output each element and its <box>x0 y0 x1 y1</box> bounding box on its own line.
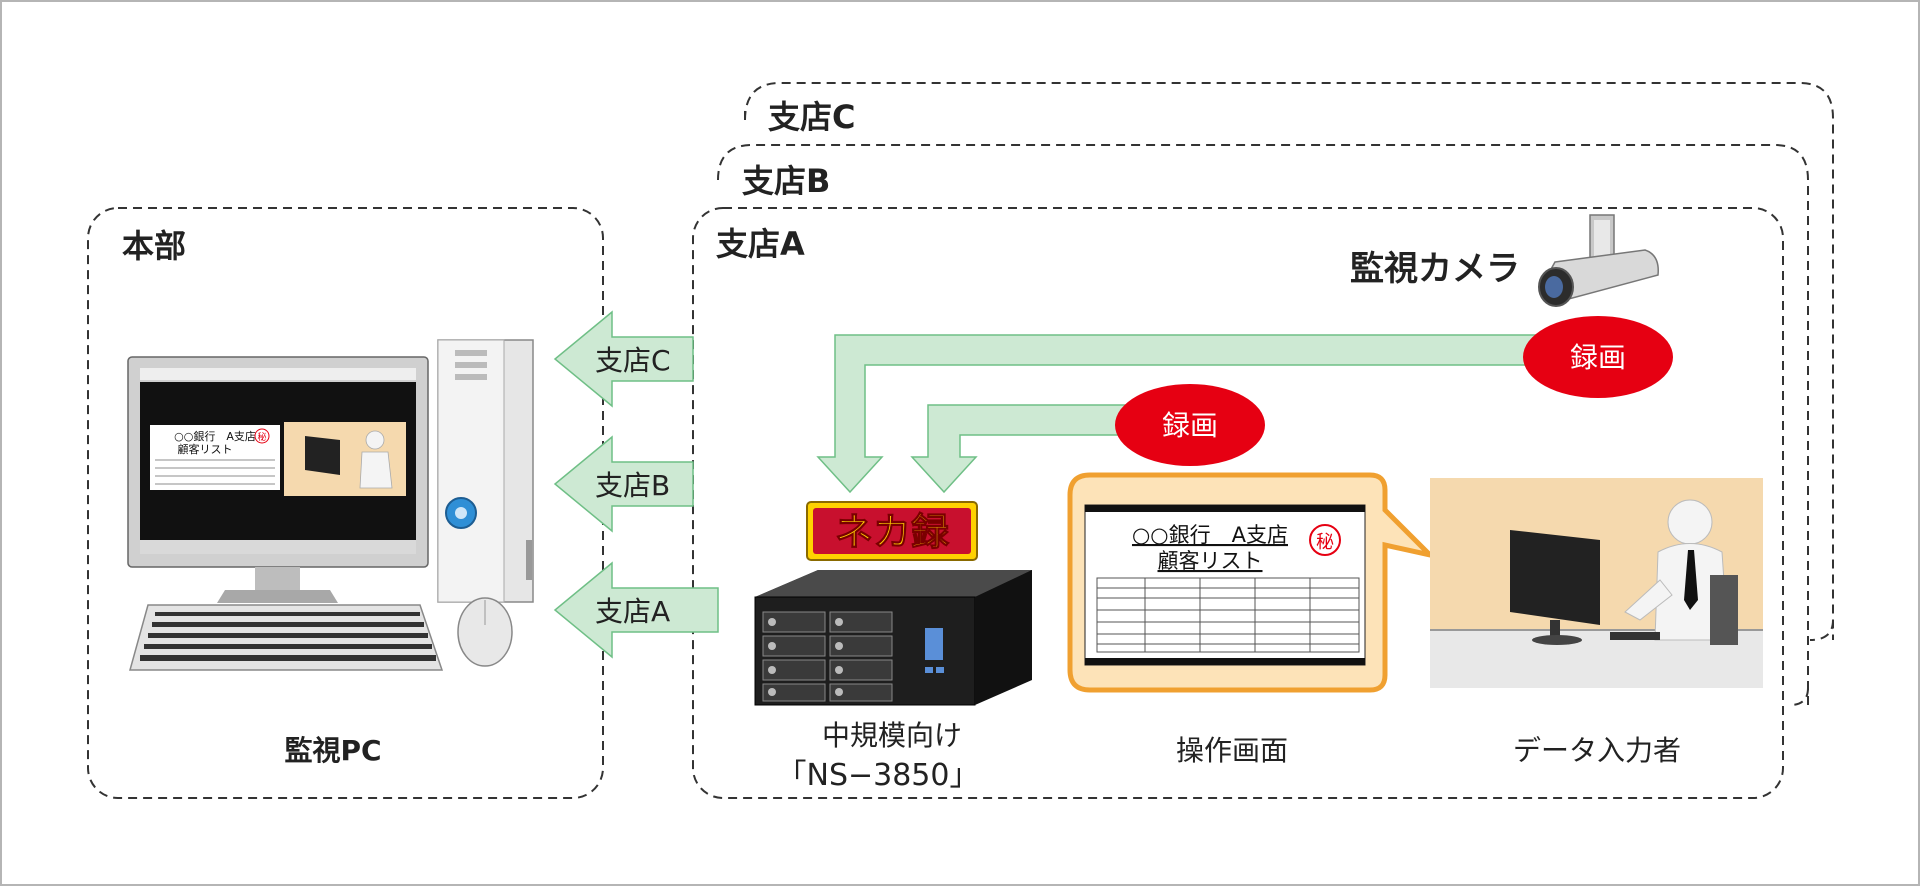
operator-monitor-icon <box>1510 530 1600 645</box>
operator-caption: データ入力者 <box>1513 734 1681 767</box>
monitor-doc-title: ○○銀行 A支店 <box>174 429 256 443</box>
record-badge-camera: 録画 <box>1523 316 1673 398</box>
product-caption-line2: 「NS−3850」 <box>777 758 980 793</box>
transfer-arrow-a-label: 支店A <box>595 595 670 628</box>
screen-doc-stamp: 秘 <box>1316 532 1334 553</box>
branch-c-label: 支店C <box>768 98 856 136</box>
screen-doc-subtitle: 顧客リスト <box>1158 549 1263 573</box>
server-ns3850-icon <box>754 570 1032 706</box>
record-flow-camera <box>816 334 1591 494</box>
nekaroku-logo-text: ネカ録 <box>835 510 950 554</box>
nekaroku-logo: ネカ録 <box>806 501 978 561</box>
product-caption-line1: 中規模向け <box>822 719 962 752</box>
screen-doc-table <box>1096 577 1360 653</box>
screen-caption: 操作画面 <box>1176 734 1288 767</box>
transfer-arrow-c: 支店C <box>553 310 694 408</box>
transfer-arrow-a: 支店A <box>553 561 719 659</box>
headquarters-label: 本部 <box>122 227 186 265</box>
monitor-doc-subtitle: 顧客リスト <box>178 442 233 456</box>
camera-icon <box>1538 214 1659 307</box>
pc-label: 監視PC <box>284 734 381 767</box>
branch-a-label: 支店A <box>716 225 805 263</box>
screen-doc-title: ○○銀行 A支店 <box>1132 523 1288 547</box>
operator-scene <box>1430 478 1763 688</box>
transfer-arrow-c-label: 支店C <box>595 344 671 377</box>
transfer-arrow-b: 支店B <box>553 435 694 533</box>
camera-label: 監視カメラ <box>1350 249 1520 289</box>
operator-person-icon <box>1610 499 1738 645</box>
branch-b-label: 支店B <box>742 162 830 200</box>
transfer-arrow-b-label: 支店B <box>595 469 670 502</box>
monitor-doc-stamp: 秘 <box>257 431 266 443</box>
branch-b-frame: 支店B <box>717 144 1809 706</box>
record-badge-camera-label: 録画 <box>1570 341 1626 374</box>
branch-c-frame: 支店C <box>744 82 1834 641</box>
record-flow-screen <box>910 404 1146 494</box>
monitoring-pc-icon: ○○銀行 A支店 顧客リスト 秘 <box>127 339 534 671</box>
screen-callout: ○○銀行 A支店 顧客リスト 秘 <box>1067 472 1438 693</box>
record-badge-screen: 録画 <box>1115 384 1265 466</box>
record-badge-screen-label: 録画 <box>1162 409 1218 442</box>
